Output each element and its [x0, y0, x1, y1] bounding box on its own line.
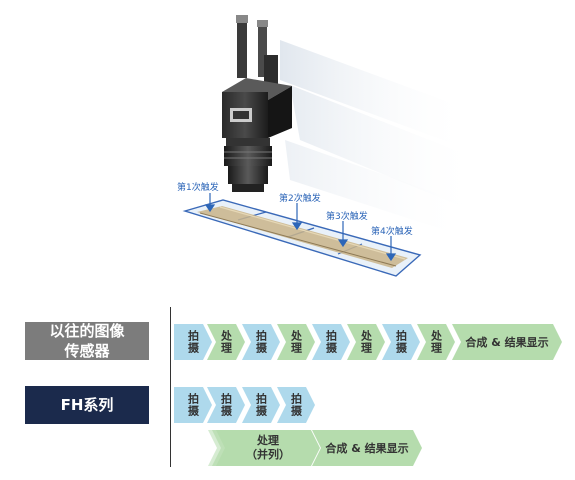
camera-body — [222, 78, 292, 138]
step-text: 拍摄 — [324, 330, 338, 354]
conventional-step-shoot-4: 拍摄 — [382, 324, 420, 360]
step-text: 处理 — [289, 330, 303, 354]
camera-lens — [224, 138, 272, 192]
trigger-label-3: 第3次触发 — [326, 210, 368, 222]
step-text: 拍摄 — [254, 330, 268, 354]
fh-series-label: FH系列 — [25, 386, 149, 424]
fh-step-shoot-3: 拍摄 — [242, 387, 280, 423]
step-text: 拍摄 — [219, 393, 233, 417]
step-text: 合成 & 结果显示 — [465, 335, 549, 349]
step-text: 拍摄 — [254, 393, 268, 417]
fh-step-shoot-4: 拍摄 — [277, 387, 315, 423]
fh-step-composite: 合成 & 结果显示 — [312, 430, 422, 466]
conventional-step-process-3: 处理 — [347, 324, 385, 360]
conventional-step-process-1: 处理 — [207, 324, 245, 360]
fh-step-parallel-process: 处理 （并列） — [216, 430, 320, 466]
conventional-label-line2: 传感器 — [64, 342, 110, 360]
conventional-step-process-4: 处理 — [417, 324, 455, 360]
step-text: 处理 — [359, 330, 373, 354]
step-text: 处理 — [257, 434, 279, 447]
step-text: 处理 — [429, 330, 443, 354]
step-text: 拍摄 — [289, 393, 303, 417]
step-text: 拍摄 — [186, 393, 200, 417]
trigger-label-2: 第2次触发 — [279, 192, 321, 204]
fh-label-text: FH系列 — [60, 396, 114, 414]
camera-cables — [236, 15, 278, 90]
step-text: 拍摄 — [394, 330, 408, 354]
conventional-step-process-2: 处理 — [277, 324, 315, 360]
trigger-arrows — [204, 193, 397, 262]
conventional-step-composite: 合成 & 结果显示 — [452, 324, 562, 360]
conveyor-frame — [182, 199, 422, 277]
conventional-step-shoot-2: 拍摄 — [242, 324, 280, 360]
step-text: 拍摄 — [186, 330, 200, 354]
camera-illustration: 第1次触发 第2次触发 第3次触发 第4次触发 — [177, 15, 480, 277]
conventional-sensor-label: 以往的图像 传感器 — [25, 322, 149, 360]
fh-step-shoot-1: 拍摄 — [174, 387, 212, 423]
conventional-label-line1: 以往的图像 — [49, 322, 125, 340]
trigger-label-1: 第1次触发 — [177, 181, 219, 193]
conventional-step-shoot-1: 拍摄 — [174, 324, 212, 360]
row-divider — [170, 307, 171, 467]
step-text: 合成 & 结果显示 — [325, 441, 409, 455]
motion-blur — [280, 40, 480, 235]
fh-step-shoot-2: 拍摄 — [207, 387, 245, 423]
step-text: （并列） — [246, 448, 290, 461]
step-text: 处理 — [219, 330, 233, 354]
trigger-label-4: 第4次触发 — [371, 225, 413, 237]
conventional-step-shoot-3: 拍摄 — [312, 324, 350, 360]
